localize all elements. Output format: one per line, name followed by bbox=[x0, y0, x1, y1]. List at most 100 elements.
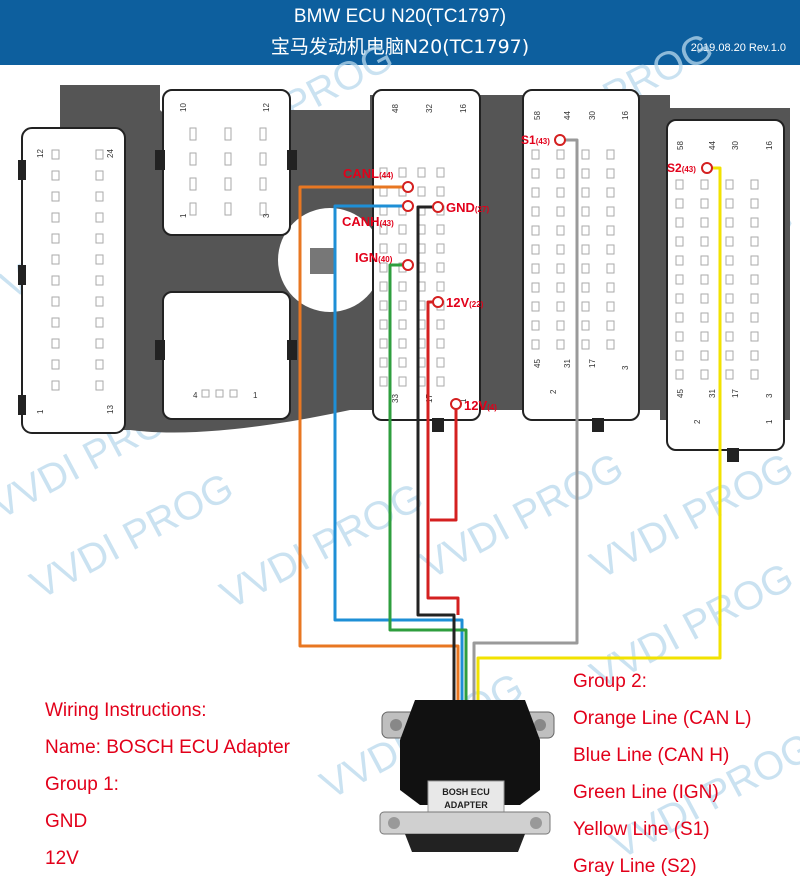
pin-slot bbox=[379, 338, 388, 349]
pin-slot bbox=[700, 312, 709, 323]
pin-slot bbox=[51, 149, 60, 160]
pin-number: 58 bbox=[533, 111, 542, 120]
pin-slot bbox=[95, 317, 104, 328]
svg-text:IGN(40): IGN(40) bbox=[355, 250, 393, 265]
wires bbox=[298, 138, 722, 700]
wire-red-a bbox=[426, 300, 460, 615]
pin-number: 16 bbox=[621, 111, 630, 120]
pin-slot bbox=[201, 389, 210, 398]
pin-slot bbox=[51, 212, 60, 223]
pin-slot bbox=[436, 262, 445, 273]
wire-red-b bbox=[430, 404, 458, 522]
pin-slot bbox=[95, 149, 104, 160]
pin-number: 2 bbox=[693, 419, 702, 424]
pin-slot bbox=[700, 350, 709, 361]
pin-slot bbox=[700, 179, 709, 190]
pin-slot bbox=[224, 177, 232, 191]
adapter-label-line1: BOSH ECU bbox=[442, 787, 490, 797]
pin-slot bbox=[398, 300, 407, 311]
pin-number: 17 bbox=[588, 359, 597, 368]
pin-slot bbox=[95, 233, 104, 244]
pin-slot bbox=[750, 331, 759, 342]
adapter-label-line2: ADAPTER bbox=[444, 800, 488, 810]
pin-slot bbox=[675, 179, 684, 190]
pin-number: 45 bbox=[676, 389, 685, 398]
pin-slot bbox=[398, 243, 407, 254]
pin-slot bbox=[436, 243, 445, 254]
wiring-heading: Wiring Instructions: bbox=[45, 700, 207, 721]
pin-number: 3 bbox=[621, 365, 630, 370]
svg-text:12V(22): 12V(22) bbox=[446, 295, 484, 310]
label-canh-num: (43) bbox=[380, 219, 395, 228]
pin-slot bbox=[700, 236, 709, 247]
pin-number: 13 bbox=[106, 405, 115, 414]
pin-slot bbox=[675, 350, 684, 361]
pin-slot bbox=[581, 149, 590, 160]
pin-slot bbox=[436, 376, 445, 387]
label-s1-num: (43) bbox=[536, 137, 551, 146]
pin-slot bbox=[531, 168, 540, 179]
pin-slot bbox=[379, 243, 388, 254]
pin-slot bbox=[259, 127, 267, 141]
pin-numbers: 12 24 1 13 10 12 1 3 4 1 48 32 16 33 17 … bbox=[36, 103, 774, 424]
pin-slot bbox=[51, 254, 60, 265]
adapter-screw bbox=[530, 817, 542, 829]
pin-slot bbox=[531, 339, 540, 350]
pin-slot bbox=[51, 296, 60, 307]
pin-slot bbox=[581, 263, 590, 274]
group1-title: Group 1: bbox=[45, 774, 119, 795]
wire-yellow bbox=[476, 166, 722, 700]
pin-slot bbox=[436, 281, 445, 292]
pin-number: 30 bbox=[588, 111, 597, 120]
pin-marker-ign bbox=[402, 259, 414, 271]
pin-slot bbox=[379, 262, 388, 273]
pin-labels: CANL(44) CANH(43) GND(27) IGN(40) 12V(22… bbox=[342, 133, 696, 413]
pin-slot bbox=[556, 187, 565, 198]
label-gnd-num: (27) bbox=[475, 205, 490, 214]
pin-slot bbox=[556, 339, 565, 350]
pin-slot bbox=[675, 331, 684, 342]
watermark: VVDI PROG bbox=[214, 475, 431, 618]
pin-marker-s2 bbox=[701, 162, 713, 174]
pin-slot bbox=[606, 206, 615, 217]
pin-slot bbox=[189, 152, 197, 166]
wire-green bbox=[388, 263, 468, 700]
adapter: BOSH ECU ADAPTER bbox=[379, 700, 555, 852]
pin-slot bbox=[531, 320, 540, 331]
pin-slot bbox=[215, 389, 224, 398]
pin-number: 17 bbox=[731, 389, 740, 398]
svg-text:GND(27): GND(27) bbox=[446, 200, 489, 215]
svg-text:CANH(43): CANH(43) bbox=[342, 214, 394, 229]
pin-slot bbox=[531, 187, 540, 198]
pin-slot bbox=[398, 338, 407, 349]
pin-number: 12 bbox=[262, 103, 271, 112]
pin-slot bbox=[398, 281, 407, 292]
adapter-shell bbox=[379, 811, 551, 835]
adapter-screw bbox=[534, 719, 546, 731]
pin-slot bbox=[725, 274, 734, 285]
pin-slot bbox=[531, 206, 540, 217]
pin-slot bbox=[700, 293, 709, 304]
pin-slot bbox=[725, 236, 734, 247]
pin-slot bbox=[531, 244, 540, 255]
pin-slot bbox=[224, 152, 232, 166]
pin-slot bbox=[606, 168, 615, 179]
pin-slot bbox=[606, 244, 615, 255]
pin-slot bbox=[51, 191, 60, 202]
pin-slot bbox=[95, 212, 104, 223]
pin-number: 1 bbox=[765, 419, 774, 424]
group2-title: Group 2: bbox=[573, 671, 647, 692]
pin-slot bbox=[581, 244, 590, 255]
pin-slot bbox=[700, 198, 709, 209]
pin-slot bbox=[700, 217, 709, 228]
wire-blue bbox=[333, 204, 464, 700]
connector-5 bbox=[522, 89, 640, 421]
pin-slot bbox=[725, 369, 734, 380]
pin-slot bbox=[556, 225, 565, 236]
pin-number: 3 bbox=[765, 393, 774, 398]
pin-number: 33 bbox=[391, 394, 400, 403]
wire-orange bbox=[298, 185, 460, 700]
pin-slot bbox=[675, 217, 684, 228]
pin-slot bbox=[725, 293, 734, 304]
connector-1 bbox=[21, 127, 126, 434]
